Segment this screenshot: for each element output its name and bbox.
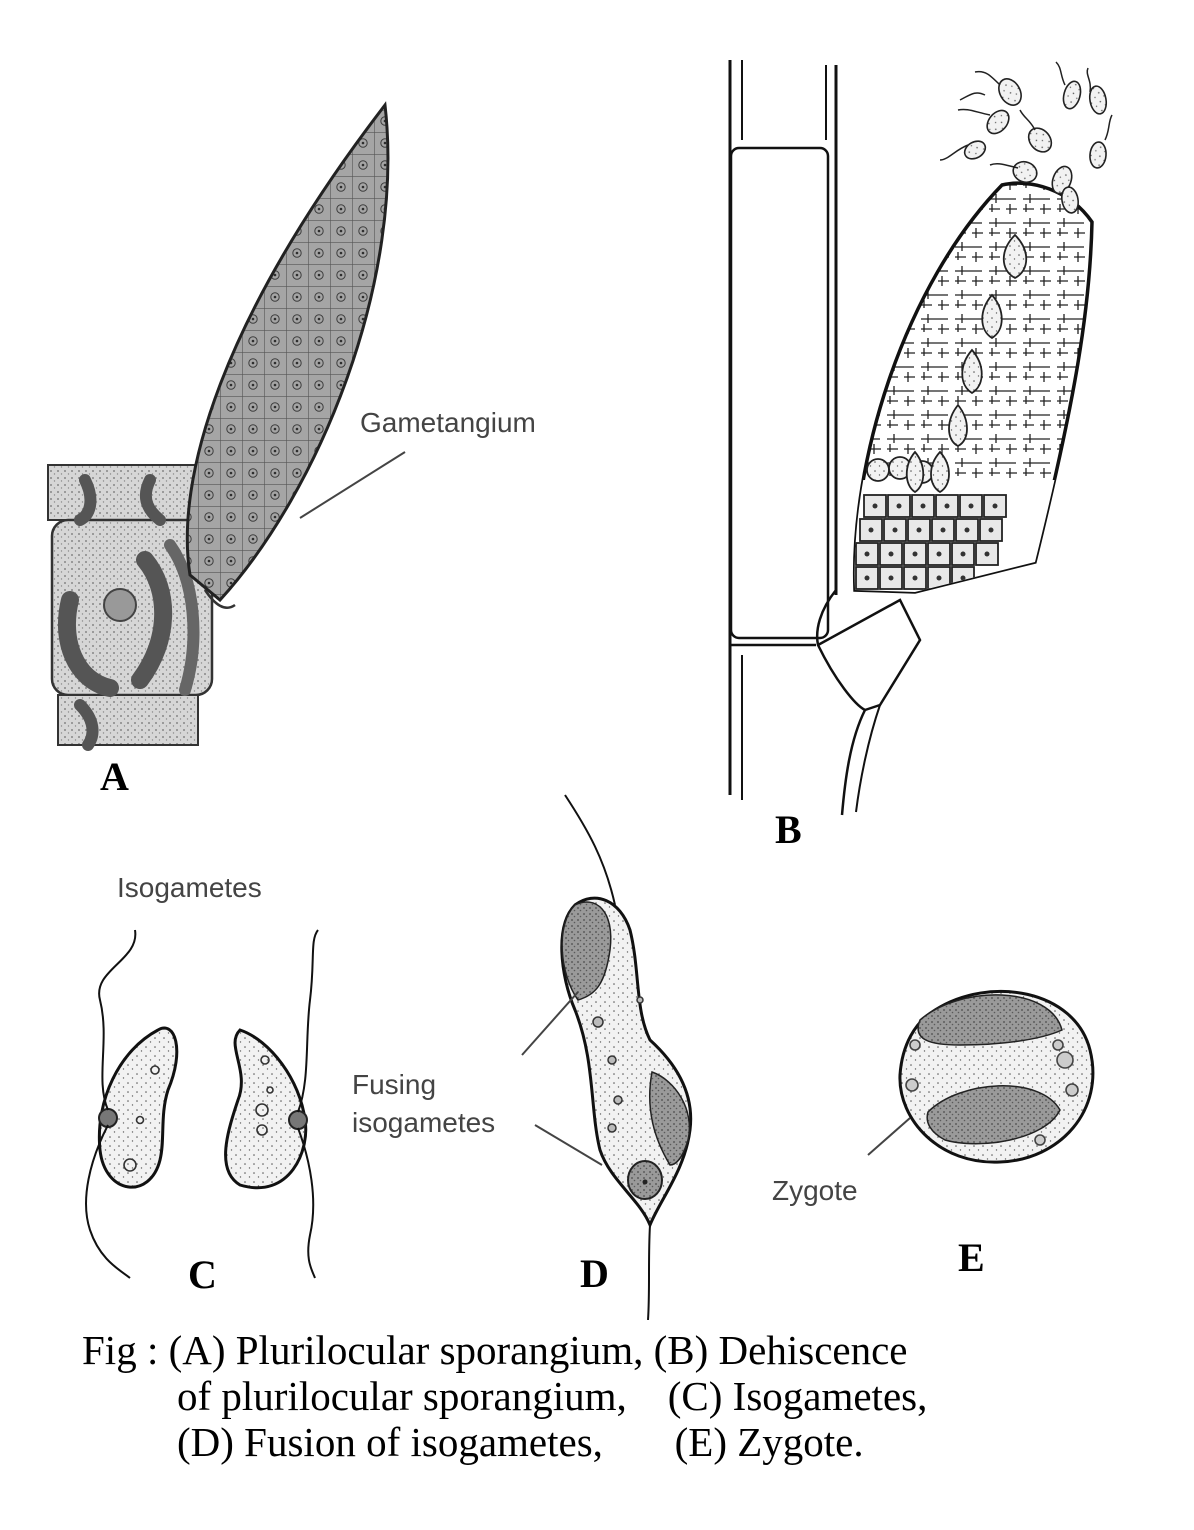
isogamete-right <box>224 1028 308 1189</box>
panel-label-e: E <box>958 1235 985 1280</box>
panel-label-a: A <box>100 754 129 799</box>
isogamete-left <box>97 1026 179 1189</box>
caption-line-2: of plurilocular sporangium, (C) Isogamet… <box>177 1373 928 1419</box>
gametangium-shape <box>185 101 390 603</box>
caption-line-3: (D) Fusion of isogametes, (E) Zygote. <box>177 1419 864 1465</box>
panel-b-drawing <box>728 60 1113 816</box>
label-fusing-line1: Fusing <box>352 1069 436 1100</box>
label-fusing-line2: isogametes <box>352 1107 495 1138</box>
panel-label-d: D <box>580 1251 609 1296</box>
label-gametangium: Gametangium <box>360 407 536 438</box>
label-isogametes: Isogametes <box>117 872 262 903</box>
panel-d-drawing <box>521 794 693 1320</box>
panel-a-drawing <box>47 101 406 751</box>
panel-e-drawing <box>867 989 1095 1164</box>
panel-label-b: B <box>775 807 802 852</box>
label-zygote: Zygote <box>772 1175 858 1206</box>
panel-c-drawing <box>85 929 319 1279</box>
figure-canvas: Gametangium A <box>47 60 1113 1320</box>
nucleus-a <box>103 588 137 622</box>
gametangium-pointer <box>299 451 406 519</box>
panel-label-c: C <box>188 1252 217 1297</box>
caption-line-1: Fig : (A) Plurilocular sporangium, (B) D… <box>82 1327 908 1373</box>
